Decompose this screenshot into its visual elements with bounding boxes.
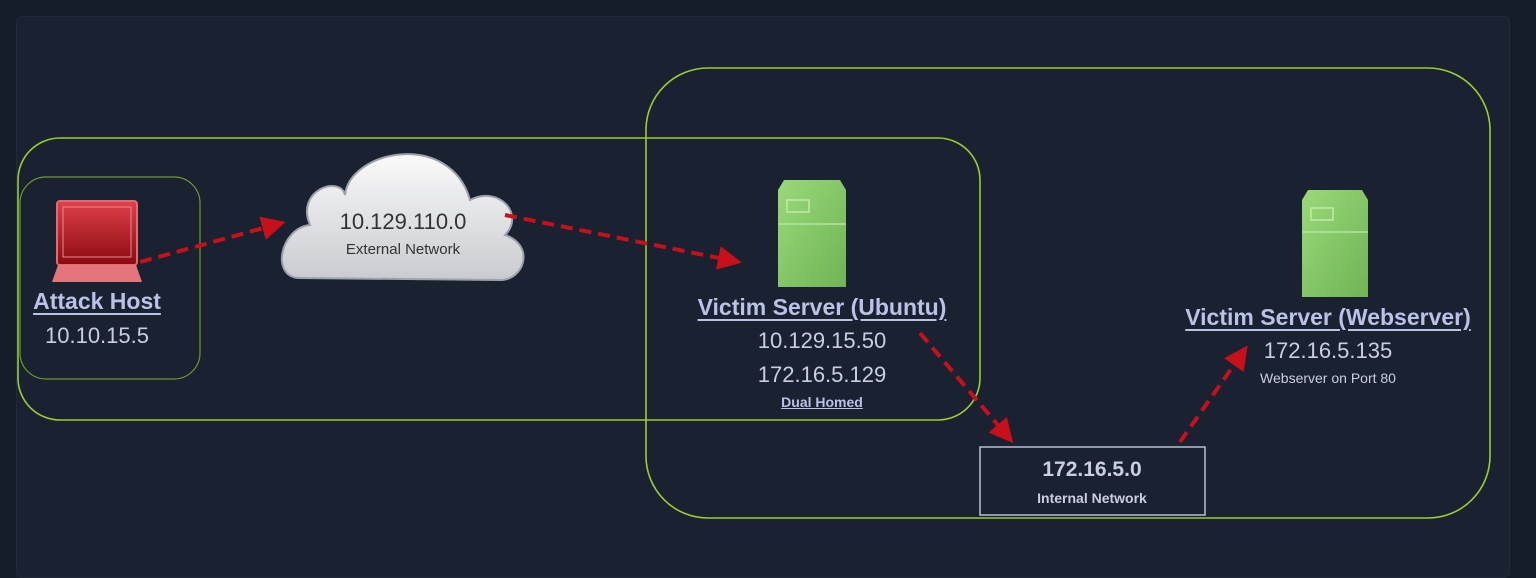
attack-host-title: Attack Host (33, 288, 161, 314)
network-diagram (17, 67, 1491, 519)
laptop-icon (52, 200, 142, 282)
external-network-label: External Network (345, 241, 461, 258)
external-zone-boundary (17, 137, 981, 421)
internal-zone-boundary (645, 67, 1491, 519)
internal-network-box (979, 446, 1206, 516)
internal-network-label: Internal Network (1037, 490, 1147, 506)
server-icon (778, 180, 846, 287)
ubuntu-ip-external: 10.129.15.50 (757, 328, 887, 353)
pivot-arrow (1178, 345, 1248, 444)
attack-arrow (504, 213, 742, 270)
webserver-title: Victim Server (Webserver) (1185, 304, 1471, 330)
dual-homed-label: Dual Homed (781, 394, 863, 410)
attack-host-zone (19, 176, 201, 380)
webserver-ip: 172.16.5.135 (1263, 338, 1393, 363)
diagram-panel (16, 16, 1510, 578)
external-network-ip: 10.129.110.0 (339, 209, 467, 234)
attack-host-ip: 10.10.15.5 (45, 323, 149, 348)
attack-arrow (139, 216, 286, 264)
pivot-arrow (918, 331, 1014, 444)
server-icon (1302, 190, 1368, 297)
ubuntu-ip-internal: 172.16.5.129 (757, 362, 887, 387)
cloud-icon (281, 153, 525, 282)
ubuntu-server-title: Victim Server (Ubuntu) (697, 294, 947, 320)
webserver-note: Webserver on Port 80 (1260, 370, 1396, 386)
internal-network-ip: 172.16.5.0 (1042, 458, 1142, 481)
